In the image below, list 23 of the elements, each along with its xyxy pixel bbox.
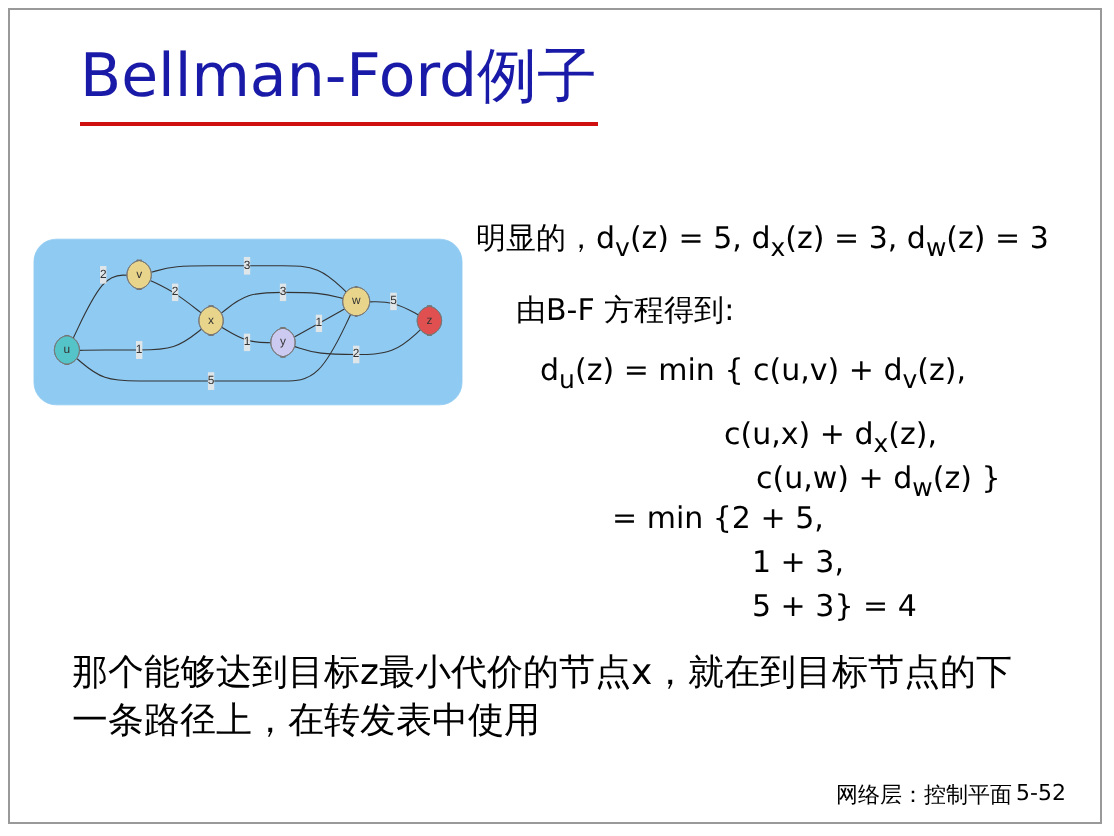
formula-text: 1 + 3, bbox=[752, 544, 844, 580]
formula-text: 由B-F 方程得到: bbox=[516, 292, 735, 330]
cluster bbox=[33, 238, 463, 406]
connector bbox=[221, 326, 272, 344]
formula-text: c(u,w) + d$_{w}$(z) } bbox=[756, 460, 1001, 502]
connector bbox=[76, 314, 352, 382]
connector bbox=[294, 329, 422, 355]
connector bbox=[72, 274, 128, 339]
caption-text: 那个能够达到目标z最小代价的节点x，就在到目标节点的下一条路径上，在转发表中使用 bbox=[72, 650, 1015, 744]
connector bbox=[150, 265, 348, 293]
slide-title: Bellman-Ford例子 bbox=[80, 36, 598, 126]
connector bbox=[79, 328, 203, 351]
connector bbox=[369, 301, 420, 316]
formula-text: c(u,x) + d$_{x}$(z), bbox=[724, 416, 937, 458]
connector bbox=[220, 291, 344, 314]
connector bbox=[293, 308, 346, 338]
formula-text: 5 + 3} = 4 bbox=[752, 588, 917, 624]
connector bbox=[150, 280, 203, 314]
formula-text: d$_{u}$(z) = min { c(u,v) + d$_{v}$(z), bbox=[540, 352, 967, 394]
footer-text: 网络层：控制平面 bbox=[836, 780, 1012, 810]
formula-text: 明显的，d$_{v}$(z) = 5, d$_{x}$(z) = 3, d$_{w}$(z) = 3 bbox=[476, 220, 1049, 262]
formula-text: = min {2 + 5, bbox=[612, 500, 824, 536]
page-number: 5-52 bbox=[1016, 780, 1066, 806]
